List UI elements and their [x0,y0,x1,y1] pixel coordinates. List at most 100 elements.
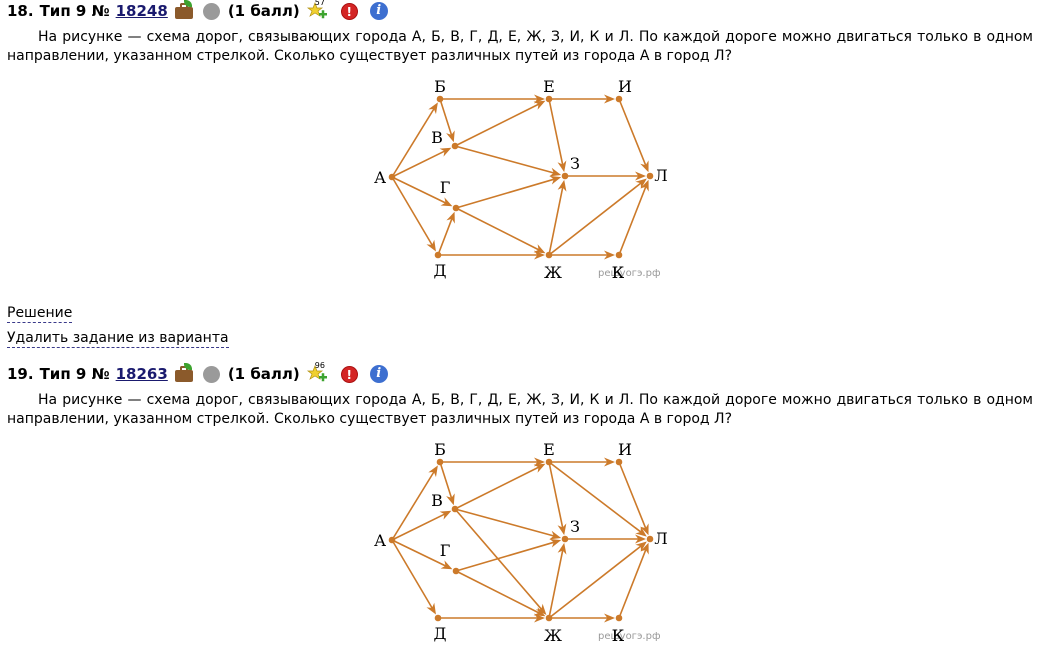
node-B [436,458,444,466]
arrowhead-K-L [640,179,649,192]
node-label-ZH: Ж [544,263,562,280]
arrowhead-Z-L [635,171,646,181]
edge-D-G [437,217,454,256]
node-label-K-top: К [612,263,625,280]
node-L [646,535,654,543]
watermark: решуогэ.рф [598,268,661,279]
node-D [434,614,442,622]
edge-A-G [391,176,448,205]
node-label-V: В [431,491,443,510]
edge-A-D [391,176,434,247]
arrowhead-V-Z [549,167,562,177]
edge-V-Z [454,145,556,175]
task-header: 19. Тип 9 № 18263 (1 балл) 96 ! i [7,361,388,385]
star-count: 57 [314,0,325,7]
node-E [545,95,553,103]
solution-link[interactable]: Решение [7,305,73,323]
arrowhead-E-L [635,526,647,537]
arrowhead-I-L [640,160,649,173]
node-B [436,95,444,103]
node-label-L: Л [654,166,667,185]
arrowhead-E-Z [557,523,567,536]
arrowhead-ZH-L [635,541,647,552]
node-K [615,614,623,622]
edge-E-L [548,461,643,534]
edge-A-B [391,470,436,541]
task-type: Тип 9 № [39,2,110,20]
edge-G-Z [455,178,556,209]
edge-K-L [618,548,648,619]
arrowhead-V-Z [549,530,562,540]
arrowhead-A-G [440,560,453,570]
report-error-icon[interactable]: ! [340,2,358,20]
node-label-B: Б [434,440,446,459]
edge-G-ZH [455,207,541,252]
status-circle-icon[interactable] [202,2,220,20]
node-label-G: Г [440,178,451,197]
edge-V-ZH [454,508,544,611]
task-text: На рисунке — схема дорог, связывающих го… [7,28,1033,66]
node-label-D: Д [433,624,446,643]
briefcase-icon[interactable] [174,363,193,382]
task-id-link[interactable]: 18263 [115,365,168,383]
node-ZH [545,251,553,259]
edge-V-Z [454,508,556,538]
node-label-G: Г [440,541,451,560]
node-label-E: Е [543,440,555,459]
arrowhead-A-B [428,102,438,115]
arrowhead-G-Z [549,175,562,185]
star-plus-icon[interactable]: 96 [306,361,328,385]
arrowhead-V-ZH [535,603,547,615]
node-label-K-top: К [612,626,625,643]
edge-B-V [439,98,453,137]
node-label-ZH: Ж [544,626,562,643]
arrowhead-V-E [533,100,546,110]
remove-task-link[interactable]: Удалить задание из варианта [7,330,229,348]
node-I [615,458,623,466]
node-label-L: Л [654,529,667,548]
node-label-I: И [618,77,632,96]
task-points: (1 балл) [227,365,300,383]
task-text: На рисунке — схема дорог, связывающих го… [7,391,1033,429]
arrowhead-ZH-Z [557,542,567,555]
task-statement: На рисунке — схема дорог, связывающих го… [7,29,1033,64]
star-plus-icon[interactable]: 57 [306,0,328,22]
info-icon[interactable]: i [369,2,388,20]
edge-K-L [618,185,648,256]
edge-ZH-Z [548,185,564,256]
node-A [388,173,396,181]
briefcase-icon[interactable] [174,0,193,19]
task-header: 18. Тип 9 № 18248 (1 балл) 57 ! i [7,0,388,22]
status-circle-icon[interactable] [202,365,220,383]
node-K [615,251,623,259]
node-D [434,251,442,259]
edge-I-L [618,461,648,531]
node-label-Z: З [570,154,580,173]
edge-V-E [454,102,541,147]
node-I [615,95,623,103]
arrowhead-A-V [439,147,452,157]
edge-A-D [391,539,434,610]
arrowhead-D-ZH [534,613,545,623]
arrowhead-K-L [640,542,649,555]
node-Z [561,535,569,543]
node-G [452,204,460,212]
task-type: Тип 9 № [39,365,110,383]
info-icon[interactable]: i [369,365,388,383]
arrowhead-A-D [426,239,436,252]
arrowhead-E-I [604,94,615,104]
node-label-Z: З [570,517,580,536]
arrowhead-G-Z [549,538,562,548]
edge-G-ZH [455,570,541,615]
task-id-link[interactable]: 18248 [115,2,168,20]
arrowhead-G-ZH [533,607,546,617]
node-A [388,536,396,544]
edge-ZH-L [548,181,643,256]
arrowhead-D-G [446,211,455,224]
arrowhead-B-E [534,457,545,467]
report-error-icon[interactable]: ! [340,365,358,383]
node-label-K: К [612,626,625,643]
